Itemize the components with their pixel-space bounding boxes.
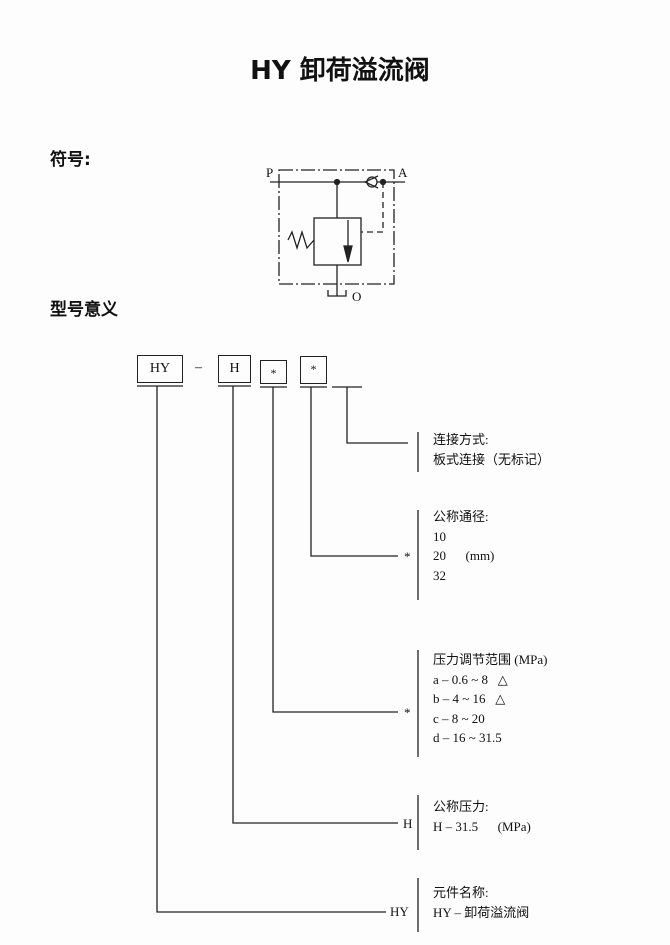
marker-size: * xyxy=(404,549,411,564)
code-box-h: H xyxy=(218,355,251,383)
group-connection: 连接方式: 板式连接（无标记） xyxy=(433,432,551,467)
valve-symbol xyxy=(270,169,405,297)
marker-h: H xyxy=(403,816,413,831)
code-box-size: * xyxy=(300,356,327,384)
port-p-label: P xyxy=(266,165,274,180)
code-box-pressure: * xyxy=(260,360,287,384)
code-dash: – xyxy=(195,360,202,375)
marker-pressure: * xyxy=(404,705,411,720)
code-box-hy: HY xyxy=(137,355,183,383)
page-title: HY 卸荷溢流阀 xyxy=(250,56,430,86)
port-a-label: A xyxy=(398,165,408,180)
model-heading: 型号意义 xyxy=(50,300,118,320)
group-component-name: 元件名称: HY – 卸荷溢流阀 xyxy=(433,885,530,920)
marker-hy: HY xyxy=(390,904,409,919)
symbol-heading: 符号: xyxy=(50,150,91,170)
group-size: 公称通径: 10 20 (mm) 32 xyxy=(433,509,495,583)
group-pressure-range: 压力调节范围 (MPa) a – 0.6 ~ 8 △ b – 4 ~ 16 △ … xyxy=(433,652,548,745)
port-o-label: O xyxy=(352,289,362,304)
group-nominal-pressure: 公称压力: H – 31.5 (MPa) xyxy=(433,799,531,834)
